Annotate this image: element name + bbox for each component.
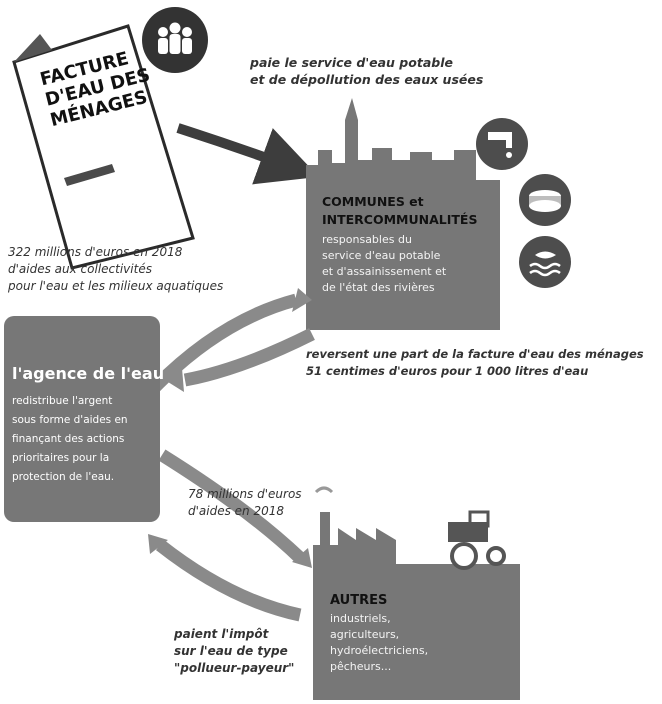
agency-desc-line: redistribue l'argent: [12, 395, 113, 407]
aid-others-caption: 78 millions d'euros d'aides en 2018: [188, 486, 302, 520]
agency-to-communes-arrow: [147, 293, 298, 395]
communes-desc-line: responsables du: [322, 233, 412, 246]
wastewater-treatment-icon: [519, 174, 571, 226]
autres-to-agency-arrow: [155, 539, 302, 622]
aid-communes-caption: 322 millions d'euros en 2018 d'aides aux…: [8, 244, 223, 295]
agency-title: l'agence de l'eau: [12, 364, 165, 383]
invoice-document: [12, 24, 195, 270]
pays-caption: paie le service d'eau potable et de dépo…: [250, 54, 483, 88]
autres-desc-line: hydroélectriciens,: [330, 644, 429, 657]
communes-desc-line: de l'état des rivières: [322, 281, 435, 294]
communes-desc-line: et d'assainissement et: [322, 265, 447, 278]
aid-communes-line: pour l'eau et les milieux aquatiques: [8, 279, 224, 293]
aid-communes-line: 322 millions d'euros en 2018: [8, 245, 183, 259]
aid-others-line: d'aides en 2018: [188, 504, 285, 518]
agency-desc-line: prioritaires pour la: [12, 452, 110, 464]
reversal-line: 51 centimes d'euros pour 1 000 litres d'…: [306, 364, 589, 378]
communes-box: [306, 98, 500, 330]
agency-box: [4, 316, 160, 522]
pays-caption-line: paie le service d'eau potable: [250, 55, 453, 70]
communes-title-line: COMMUNES et: [322, 194, 424, 209]
autres-desc-line: pêcheurs...: [330, 660, 392, 673]
factory-icon: [314, 486, 334, 494]
autres-box: [313, 512, 520, 700]
autres-desc-line: industriels,: [330, 612, 391, 625]
agency-desc-line: sous forme d'aides en: [12, 414, 128, 426]
invoice-to-communes-arrow: [176, 123, 319, 185]
tax-line: sur l'eau de type: [174, 644, 288, 658]
reversal-line: reversent une part de la facture d'eau d…: [306, 347, 644, 361]
invoice-bar: [64, 164, 115, 186]
communes-to-agency-arrow: [183, 328, 315, 387]
aid-communes-line: d'aides aux collectivités: [8, 262, 152, 276]
agency-to-autres-arrow: [158, 449, 305, 563]
communes-description: responsables du service d'eau potable et…: [322, 232, 446, 296]
agency-description: redistribue l'argent sous forme d'aides …: [12, 392, 128, 487]
communes-title: COMMUNES et INTERCOMMUNALITÉS: [322, 193, 477, 229]
pays-caption-line: et de dépollution des eaux usées: [250, 72, 484, 87]
tax-caption: paient l'impôt sur l'eau de type "pollue…: [174, 626, 294, 677]
autres-desc-line: agriculteurs,: [330, 628, 400, 641]
reversal-caption: reversent une part de la facture d'eau d…: [306, 346, 644, 380]
communes-title-line: INTERCOMMUNALITÉS: [322, 212, 478, 227]
people-group-icon: [142, 7, 208, 73]
tractor-icon: [448, 510, 506, 570]
agency-desc-line: protection de l'eau.: [12, 471, 115, 483]
tax-line: "pollueur-payeur": [174, 661, 295, 675]
autres-description: industriels, agriculteurs, hydroélectric…: [330, 611, 428, 675]
tax-line: paient l'impôt: [174, 627, 269, 641]
agency-desc-line: finançant des actions: [12, 433, 125, 445]
communes-desc-line: service d'eau potable: [322, 249, 441, 262]
river-fish-icon: [519, 236, 571, 288]
faucet-icon: [476, 118, 528, 170]
aid-others-line: 78 millions d'euros: [188, 487, 302, 501]
autres-title: AUTRES: [330, 593, 388, 608]
